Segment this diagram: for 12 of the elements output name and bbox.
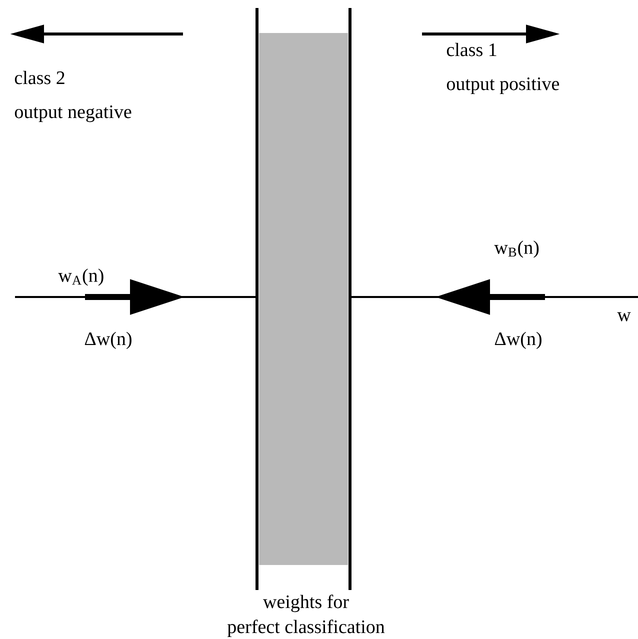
shaded-band <box>259 33 348 565</box>
vector-label: w$_{A}$(n) <box>58 268 104 286</box>
class-label: class 1 <box>446 42 496 56</box>
axis-label: w <box>617 312 631 322</box>
vector-label: w$_{B}$(n) <box>494 240 539 258</box>
class-label: output negative <box>14 105 132 122</box>
class-label: output positive <box>446 77 560 94</box>
node-label: perfect classification <box>227 620 385 638</box>
vector-label: Δw(n) <box>494 332 542 350</box>
vector-label: Δw(n) <box>84 332 132 350</box>
class-label: class 2 <box>14 70 64 84</box>
node-label: weights for <box>263 594 349 612</box>
